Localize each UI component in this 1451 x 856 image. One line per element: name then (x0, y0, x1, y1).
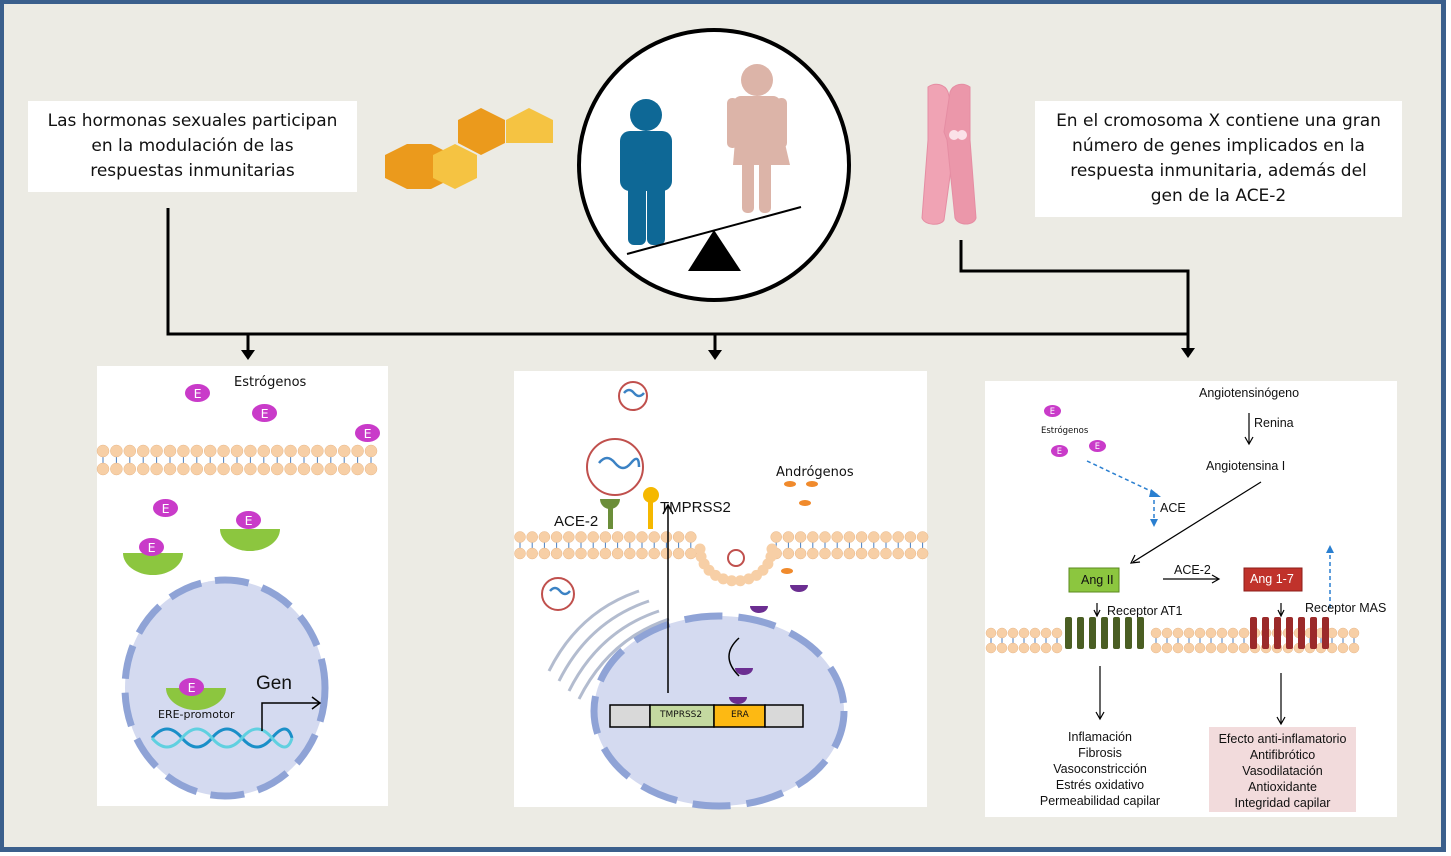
hormone-hexagons-icon (385, 108, 553, 189)
mas-effect: Antifibrótico (1249, 748, 1316, 762)
raas-pathway-illustration (985, 413, 1360, 812)
gene-segment-era: ERA (731, 710, 749, 720)
angiotensinogen-label: Angiotensinógeno (1199, 386, 1300, 400)
virus-icons (541, 381, 745, 611)
estrogen-molecule-icon: E (355, 424, 381, 442)
chromosome-text: En el cromosoma X contiene una gran núme… (1056, 111, 1381, 206)
androgen-pathway-illustration (514, 381, 929, 810)
connector-lines (166, 208, 1190, 352)
at1-effects-list: Inflamación Fibrosis Vasoconstricción Es… (1025, 729, 1175, 809)
gene-segment-bar (609, 704, 804, 728)
raas-panel: Angiotensinógeno Renina Angiotensina I E… (985, 381, 1397, 817)
estrogen-receptor-icons (123, 529, 280, 710)
ang17-label: Ang 1-7 (1250, 572, 1294, 586)
estrogen-molecule-icon: E (139, 538, 165, 556)
androgen-molecules (781, 481, 818, 574)
estrogen-label: Estrógenos (234, 375, 307, 390)
estrogen-molecule-icon: E (153, 499, 179, 517)
estrogen-pathway-illustration (96, 444, 378, 800)
estrogen-molecule-icon: E (1044, 405, 1061, 417)
ace2-receptor-icon (600, 499, 620, 529)
at1-effect: Permeabilidad capilar (1039, 794, 1161, 808)
estrogen-label: Estrógenos (1041, 426, 1089, 436)
at1-effect: Fibrosis (1078, 746, 1122, 760)
estrogen-molecule-icon: E (252, 404, 278, 422)
mas-effect: Antioxidante (1248, 780, 1317, 794)
cell-membrane (514, 531, 929, 587)
ang2-label: Ang II (1081, 573, 1114, 587)
renin-label: Renina (1254, 416, 1294, 430)
estrogen-molecule-icon: E (1089, 440, 1106, 452)
x-chromosome-icon (921, 83, 977, 225)
hormones-text-box: Las hormonas sexuales participan en la m… (28, 101, 357, 192)
receptor-at1-label: Receptor AT1 (1107, 604, 1183, 618)
gene-transcription-arrow-icon (261, 696, 322, 731)
cell-membrane (96, 444, 378, 476)
at1-receptor-icon (1065, 617, 1144, 649)
gene-segment-tmprss2: TMPRSS2 (660, 710, 703, 720)
mas-effect: Vasodilatación (1242, 764, 1323, 778)
at1-effect: Vasoconstricción (1053, 762, 1147, 776)
mas-effect: Efecto anti-inflamatorio (1218, 732, 1347, 746)
male-figure-icon (620, 99, 672, 245)
at1-effect: Inflamación (1068, 730, 1132, 744)
tmprss2-label: TMPRSS2 (660, 499, 731, 516)
pathway-arrows (1093, 413, 1286, 726)
estrogen-molecule-icon: E (236, 511, 262, 529)
promoter-label: ERE-promotor (158, 708, 235, 721)
mas-effects-list: Efecto anti-inflamatorio Antifibrótico V… (1209, 731, 1356, 811)
female-figure-icon (727, 64, 790, 213)
at1-effect: Estrés oxidativo (1055, 778, 1145, 792)
estrogen-molecule-icon: E (1051, 445, 1068, 457)
hormones-text: Las hormonas sexuales participan en la m… (47, 111, 338, 181)
tmprss2-receptor-icon (643, 487, 659, 529)
androgen-label: Andrógenos (776, 465, 854, 480)
gender-balance-icon (577, 28, 851, 302)
tmprss2-arrow (662, 503, 740, 693)
mas-receptor-icon (1250, 617, 1329, 649)
androgen-panel: ACE-2 TMPRSS2 Andrógenos TMPRSS2 ERA (514, 371, 929, 810)
mas-effects-box (1209, 727, 1356, 812)
estrogen-panel: Estrógenos ERE-promotor Gen E E E E E E E (96, 366, 388, 806)
receptor-mas-label: Receptor MAS (1305, 601, 1387, 615)
gene-label: Gen (256, 673, 292, 694)
estrogen-molecule-icon: E (185, 384, 211, 402)
estrogen-dashed-arrows (1086, 460, 1331, 608)
ace2-label: ACE-2 (554, 513, 599, 530)
angiotensin1-label: Angiotensina I (1206, 459, 1286, 473)
estrogen-molecule-icon: E (179, 678, 205, 696)
ang2-box (1068, 567, 1120, 593)
golgi-icon (547, 589, 670, 700)
androgen-receptor-icons (729, 585, 808, 704)
down-arrow-icons (241, 348, 1195, 360)
ace2-label: ACE-2 (1174, 563, 1211, 577)
ang17-box (1243, 567, 1303, 592)
mas-effect: Integridad capilar (1234, 796, 1331, 810)
ace-label: ACE (1160, 501, 1186, 515)
dna-helix-icon (150, 727, 294, 749)
chromosome-text-box: En el cromosoma X contiene una gran núme… (1035, 101, 1402, 217)
